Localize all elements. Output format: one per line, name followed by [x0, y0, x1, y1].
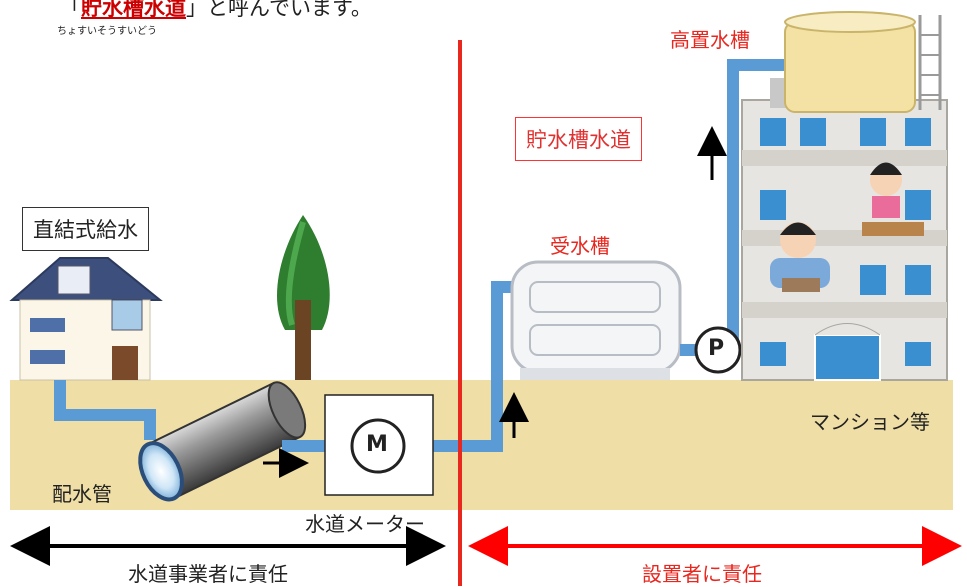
pump-symbol: P	[708, 336, 725, 361]
utility-responsibility-label: 水道事業者に責任	[128, 562, 288, 586]
distribution-pipe-icon	[138, 381, 307, 502]
water-meter-icon	[324, 394, 434, 496]
storage-tank-system-label: 貯水槽水道	[515, 117, 642, 161]
header-title: 貯水槽水道	[81, 0, 186, 20]
pump-icon	[694, 326, 742, 374]
header-caption: 「貯水槽水道」と呼んでいます。	[60, 0, 372, 22]
house-icon	[9, 257, 163, 381]
installer-responsibility-label: 設置者に責任	[642, 562, 762, 586]
meter-symbol: M	[366, 432, 388, 457]
apartment-building-icon	[741, 99, 948, 381]
header-suffix: 」と呼んでいます。	[186, 0, 372, 20]
distribution-pipe-label: 配水管	[52, 482, 112, 506]
elevated-tank-icon	[770, 11, 942, 113]
supply-pipe-from-meter	[410, 281, 515, 452]
header-prefix: 「	[60, 0, 81, 20]
header-reading: ちょすいそうすいどう	[57, 26, 157, 37]
tree-icon	[276, 215, 330, 380]
riser-pipe	[727, 59, 785, 350]
receiving-tank-label: 受水槽	[550, 234, 610, 258]
receiving-tank-icon	[510, 260, 682, 380]
direct-supply-label: 直結式給水	[22, 207, 149, 251]
apartment-label: マンション等	[810, 410, 930, 434]
water-meter-label: 水道メーター	[305, 512, 425, 536]
elevated-tank-label: 高置水槽	[670, 28, 750, 52]
house-branch-pipe	[54, 380, 156, 440]
